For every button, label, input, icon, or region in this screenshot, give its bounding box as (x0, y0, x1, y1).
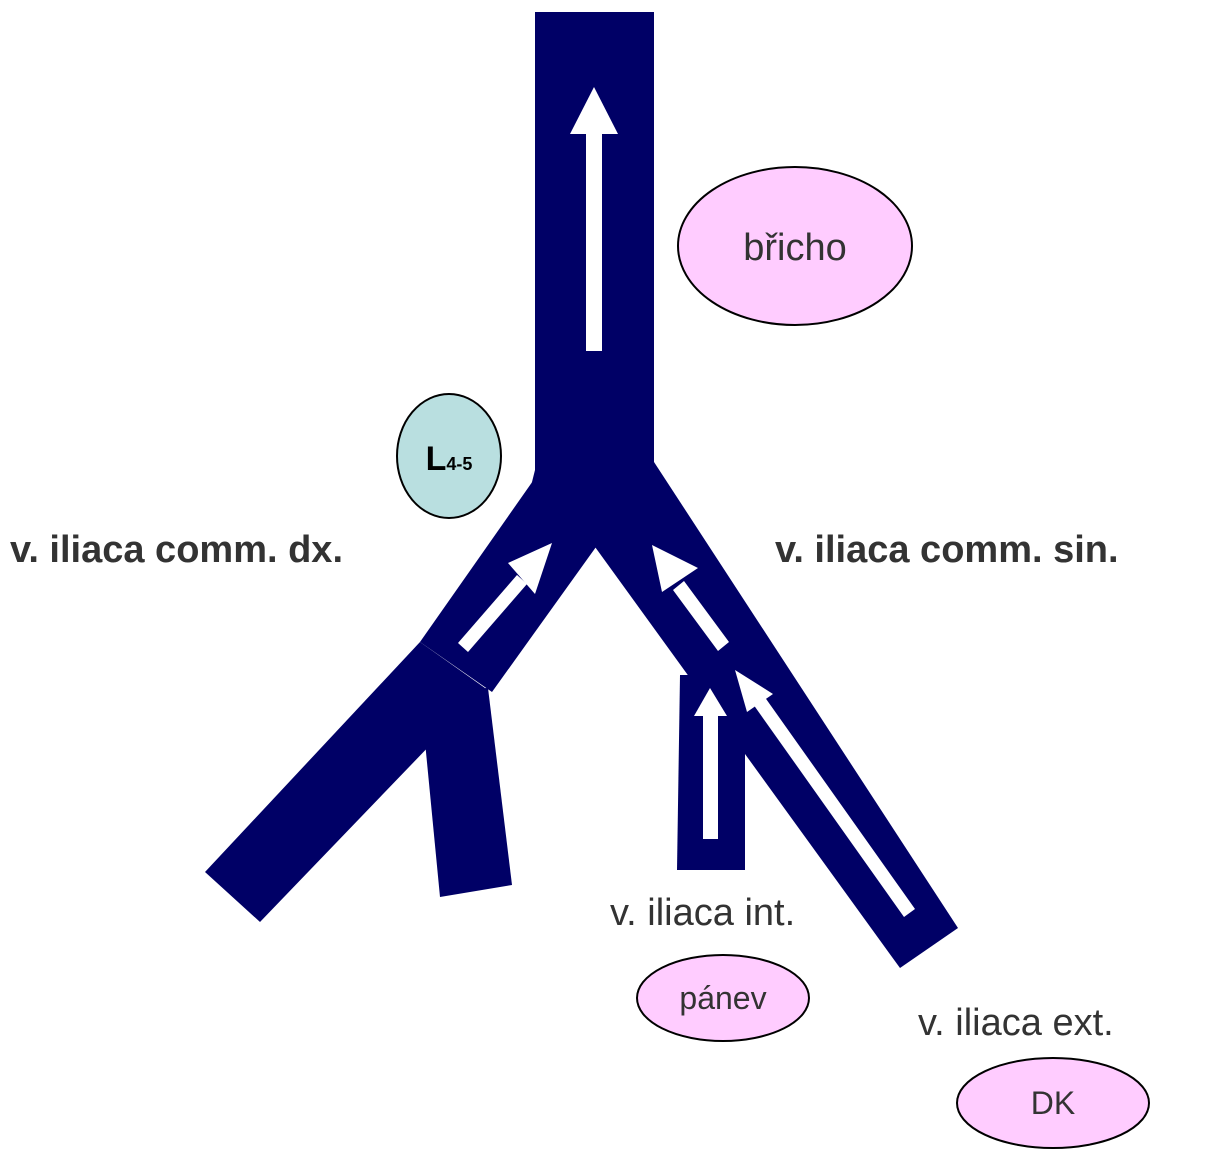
abdomen-label: břicho (743, 227, 847, 269)
vertebra-marker: L4-5 (397, 394, 501, 518)
flow-arrow-left-external (735, 670, 915, 917)
internal-iliac-label: v. iliaca int. (610, 892, 795, 934)
left-common-label: v. iliaca comm. dx. (10, 529, 343, 571)
pelvis-label: pánev (679, 980, 766, 1016)
region-lower-limb: DK (957, 1058, 1149, 1148)
right-internal-iliac-branch (420, 688, 512, 897)
region-pelvis: pánev (637, 955, 809, 1041)
vertebra-letter: L (426, 440, 447, 478)
vertebra-range: 4-5 (446, 454, 472, 474)
right-common-label: v. iliaca comm. sin. (775, 529, 1119, 571)
lower-limb-label: DK (1031, 1085, 1075, 1121)
region-abdomen: břicho (678, 167, 912, 325)
external-iliac-label: v. iliaca ext. (918, 1002, 1114, 1044)
